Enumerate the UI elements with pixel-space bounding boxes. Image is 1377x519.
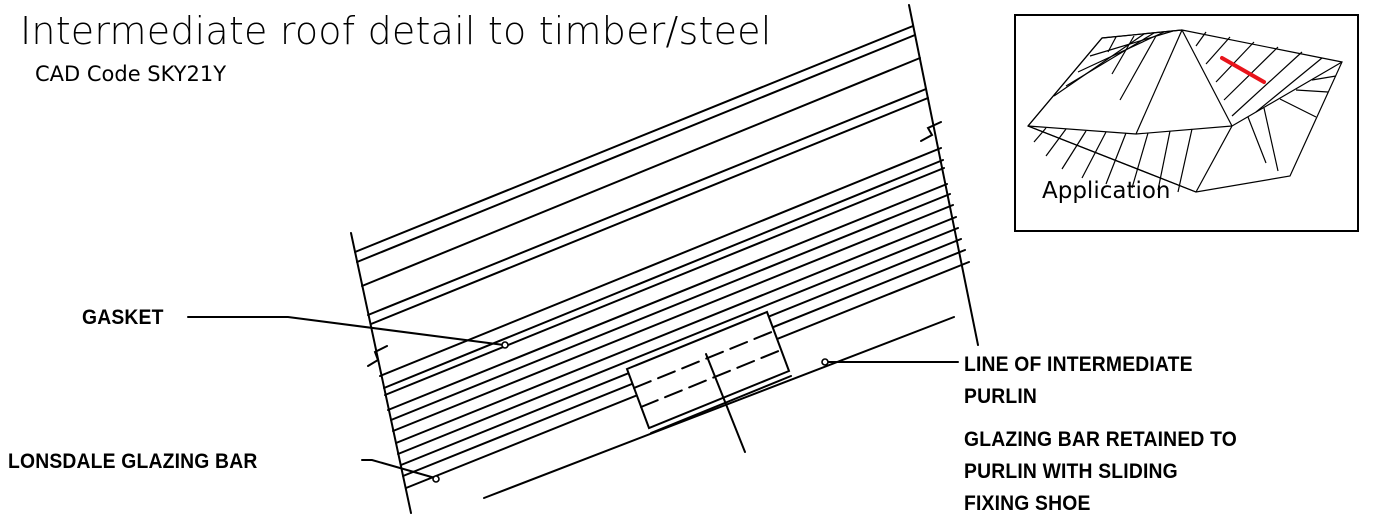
drawing-title: Intermediate roof detail to timber/steel (20, 9, 772, 53)
label-purlin-line2: PURLIN (964, 385, 1038, 408)
right-break-symbol (920, 121, 942, 142)
glazing-line-5 (370, 97, 929, 325)
bar-line-5 (390, 193, 951, 421)
bar-line-1 (379, 147, 942, 377)
glazing-line-2 (356, 34, 916, 263)
bar-line-2 (383, 159, 944, 389)
glazing-line-1 (354, 25, 914, 253)
right-cut-line (908, 4, 979, 346)
gasket-leader-dot (501, 341, 509, 349)
label-gasket: GASKET (82, 306, 164, 329)
application-marker (1220, 56, 1266, 84)
bar-line-6 (392, 204, 954, 432)
bar-line-8 (397, 227, 959, 455)
label-glazing-bar-retained-line3: FIXING SHOE (964, 492, 1091, 515)
cad-code: CAD Code SKY21Y (35, 62, 227, 86)
gasket-leader (187, 316, 505, 346)
application-panel: Application (1014, 14, 1359, 232)
bar-line-4 (387, 183, 948, 411)
glazing-line-4 (367, 88, 927, 316)
purlin-line (483, 316, 955, 499)
left-cut-line (350, 232, 412, 514)
hipped-roof-diagram (1027, 29, 1343, 193)
label-lonsdale-glazing-bar: LONSDALE GLAZING BAR (8, 450, 258, 473)
shoe-base-line (650, 375, 792, 434)
glazing-line-3 (361, 57, 921, 287)
shoe-center-line (705, 353, 746, 453)
label-glazing-bar-retained-line1: GLAZING BAR RETAINED TO (964, 428, 1237, 451)
label-purlin-line1: LINE OF INTERMEDIATE (964, 353, 1193, 376)
bar-line-7 (395, 216, 957, 444)
sliding-fixing-shoe (625, 310, 791, 430)
shoe-dashed-line-1 (633, 330, 775, 389)
lonsdale-leader-dot (432, 475, 440, 483)
label-glazing-bar-retained-line2: PURLIN WITH SLIDING (964, 460, 1178, 483)
roof-outline (1027, 29, 1343, 193)
bar-line-3 (384, 167, 945, 396)
shoe-dashed-line-2 (640, 349, 782, 408)
left-break-symbol (367, 345, 388, 367)
application-label: Application (1042, 178, 1171, 204)
purlin-leader-dot (821, 358, 829, 366)
lonsdale-leader (361, 459, 436, 479)
